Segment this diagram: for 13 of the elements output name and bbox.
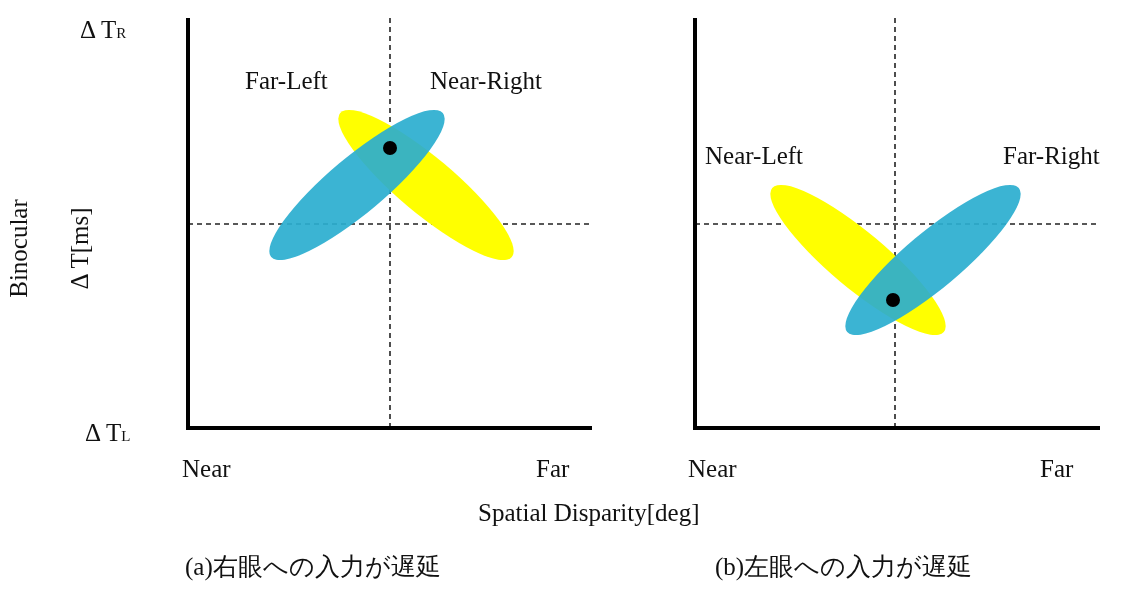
caption: (b)左眼への入力が遅延: [715, 554, 973, 579]
axis-tick-label: Far: [1040, 456, 1074, 481]
axis-tick-label: Far: [536, 456, 570, 481]
caption: (a)右眼への入力が遅延: [185, 554, 441, 579]
axis-tick-label: Near: [688, 456, 737, 481]
series-label: Far-Right: [1003, 143, 1100, 168]
axis-title: Δ T[ms]: [66, 207, 91, 289]
series-label: Near-Left: [705, 143, 804, 168]
axis-tick-label: Near: [182, 456, 231, 481]
axis-title: Spatial Disparity[deg]: [478, 500, 700, 525]
series-label: Far-Left: [245, 68, 328, 93]
axis-title: Binocular: [5, 198, 31, 298]
series-label: Near-Right: [430, 68, 542, 93]
